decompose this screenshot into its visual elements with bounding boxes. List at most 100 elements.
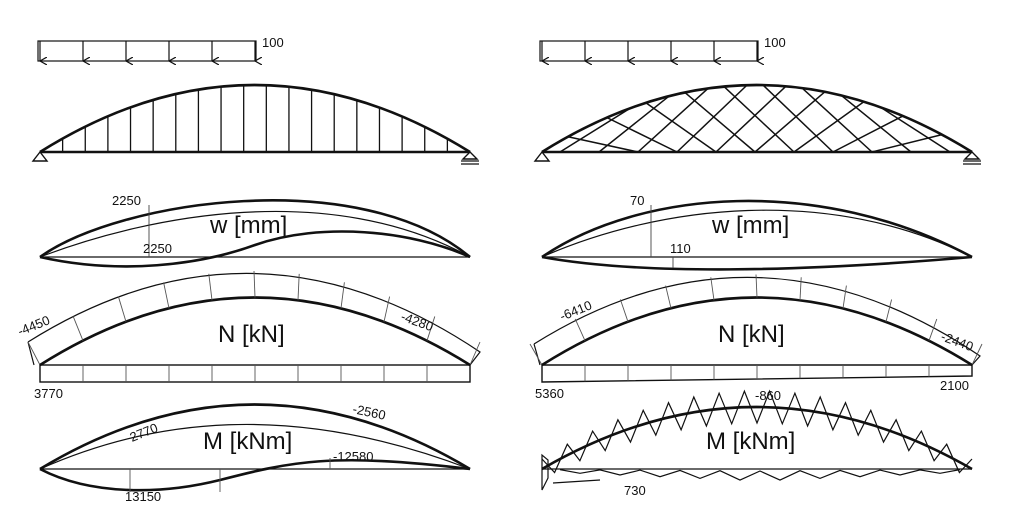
left-pin-support (31, 150, 49, 162)
right-m-title: M [kNm] (706, 428, 795, 455)
right-n-title: N [kN] (718, 321, 785, 348)
right-n-tie-ticks (584, 365, 930, 382)
left-m-title: M [kNm] (203, 428, 292, 455)
right-normal-force-diagram: -6410 -2440 5360 2100 N [kN] (529, 274, 983, 401)
right-bridge-structure (533, 83, 981, 165)
right-w-lower-value: 110 (670, 241, 691, 256)
right-w-arch-curve (541, 199, 973, 259)
network-hanger-line (645, 102, 717, 153)
network-hanger-line (793, 100, 865, 153)
left-n-tie-ticks (82, 365, 428, 382)
segment-tick (297, 273, 300, 301)
left-load-value: 100 (262, 35, 284, 50)
segment-tick (72, 316, 84, 341)
segment-tick (574, 318, 586, 341)
network-hanger-line (723, 86, 795, 153)
left-n-tie-value: 3770 (34, 386, 63, 401)
segment-tick (885, 299, 893, 322)
segment-tick (253, 270, 256, 298)
left-m-tie-bottom-value: 13150 (125, 489, 161, 504)
left-roller-support (461, 151, 479, 160)
network-hanger-line (606, 116, 678, 153)
right-load-value: 100 (764, 35, 786, 50)
left-n-title: N [kN] (218, 321, 285, 348)
segment-tick (710, 277, 715, 301)
right-moment-diagram: -860 730 M [kNm] (541, 388, 973, 498)
network-hanger-line (715, 85, 787, 153)
right-n-arch-curve (541, 296, 973, 367)
right-m-arch-top-value: -860 (755, 388, 781, 403)
segment-tick (383, 296, 391, 322)
left-m-arch-left-value: 2770 (128, 420, 160, 445)
network-hanger-line (879, 106, 951, 153)
right-m-arch-curve (541, 405, 973, 471)
left-n-arch-left-value: -4450 (16, 312, 52, 338)
segment-tick (799, 277, 802, 301)
segment-tick (117, 296, 127, 322)
left-m-tie-curve (39, 458, 471, 492)
segment-tick (27, 341, 41, 366)
network-hanger-line (840, 94, 912, 153)
network-hanger-line (801, 87, 873, 153)
left-m-tie-top-value: -12580 (333, 449, 373, 464)
segment-tick (163, 282, 170, 309)
right-m-end-spike (541, 453, 549, 491)
network-hanger-line (684, 91, 756, 153)
right-n-arch-right-value: -2440 (939, 329, 975, 354)
segment-tick (529, 343, 543, 366)
right-pin-support (533, 150, 551, 162)
right-m-arch-zigzag (541, 389, 973, 474)
right-m-tie-bottom-value: 730 (624, 483, 646, 498)
left-moment-diagram: 2770 -2560 -12580 13150 M [kNm] (39, 401, 471, 504)
network-hanger-line (598, 95, 670, 153)
left-m-arch-curve (39, 403, 471, 471)
right-n-arch-ticks (529, 274, 983, 366)
left-n-arch-curve (39, 296, 471, 367)
segment-tick (208, 273, 213, 301)
segment-tick (469, 341, 481, 366)
right-n-arch-envelope (533, 276, 981, 366)
right-roller-support (963, 151, 981, 160)
right-load-box (539, 40, 759, 62)
right-network-hangers (559, 84, 951, 153)
left-bridge-structure (31, 83, 479, 165)
left-w-upper-value: 2250 (112, 193, 141, 208)
right-load-diagram: 100 (539, 35, 786, 62)
left-load-box (37, 40, 257, 62)
left-deflection-diagram: 2250 2250 w [mm] (39, 193, 471, 268)
right-n-tie-right-value: 2100 (940, 378, 969, 393)
left-vertical-hangers (61, 85, 449, 152)
right-w-tie-curve (541, 255, 973, 271)
right-load-arrows (542, 41, 757, 61)
network-hanger-line (832, 115, 904, 153)
right-deflection-diagram: 70 110 w [mm] (541, 193, 973, 271)
right-w-upper-value: 70 (630, 193, 644, 208)
network-hanger-line (637, 87, 709, 153)
network-hanger-line (762, 84, 834, 153)
network-hanger-line (567, 136, 639, 153)
left-w-title: w [mm] (209, 212, 287, 239)
right-panel: 100 70 110 w [mm] (529, 35, 983, 498)
left-panel: 100 2250 2250 w [mm] (16, 35, 481, 504)
network-hanger-line (754, 91, 826, 153)
network-hanger-line (871, 133, 943, 153)
segment-tick (755, 274, 758, 298)
left-arch-rib (39, 83, 471, 154)
segment-tick (665, 285, 672, 309)
left-load-diagram: 100 (37, 35, 284, 62)
right-arch-rib (541, 83, 973, 154)
segment-tick (619, 299, 629, 322)
network-hanger-line (559, 107, 631, 153)
left-n-arch-envelope (27, 272, 481, 366)
segment-tick (928, 318, 938, 341)
right-w-title: w [mm] (711, 212, 789, 239)
left-w-lower-value: 2250 (143, 241, 172, 256)
segment-tick (340, 282, 345, 309)
segment-tick (426, 316, 436, 341)
left-m-arch-right-value: -2560 (351, 401, 387, 423)
left-m-tie-ticks (129, 458, 331, 492)
left-w-arch-curve (39, 199, 471, 259)
segment-tick (971, 343, 983, 366)
